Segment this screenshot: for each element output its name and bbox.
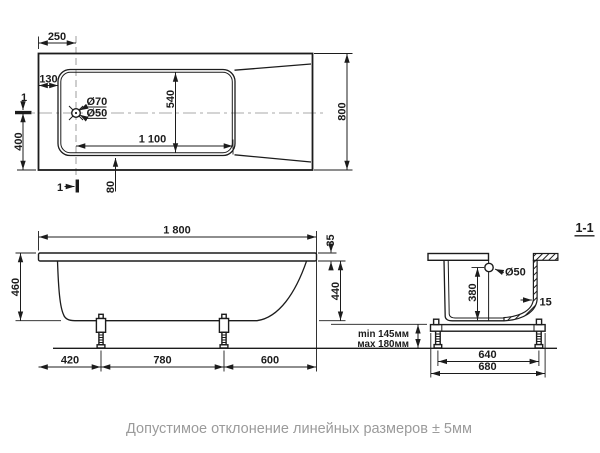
dim-1800: 1 800	[38, 225, 317, 372]
section-wall-left-outer	[443, 260, 504, 322]
top-view: Ø70 Ø50 250 130 540	[13, 31, 353, 194]
dim-250: 250	[38, 31, 76, 49]
dim-780-label: 780	[153, 355, 171, 367]
section-mark-top-label: 1	[21, 92, 27, 104]
dim-35-label: 35	[325, 234, 337, 246]
tolerance-caption: Допустимое отклонение линейных размеров …	[126, 421, 472, 437]
leg-max-label: мах 180мм	[357, 339, 409, 350]
side-view: 1 800 460 35 440	[10, 225, 557, 372]
dim-460: 460	[10, 252, 61, 322]
tub-leg-left	[95, 313, 107, 349]
section-title-label: 1-1	[575, 221, 593, 235]
dim-250-label: 250	[48, 31, 66, 43]
drain-leader-50: Ø50	[79, 108, 108, 122]
slope-line-bottom	[234, 154, 312, 163]
dim-1100-label: 1 100	[139, 134, 167, 146]
dim-600-label: 600	[261, 355, 279, 367]
dim-80: 80	[105, 158, 119, 193]
tub-inner-rim-outer	[57, 68, 236, 157]
section-view: 1-1 Ø50 380 15	[427, 221, 595, 378]
dim-130: 130	[38, 74, 59, 89]
dim-380-label: 380	[467, 283, 479, 301]
dim-540: 540	[165, 72, 179, 153]
drain-dia-70-label: Ø70	[87, 96, 108, 108]
dim-640: 640	[437, 349, 540, 366]
section-rim-left	[427, 252, 490, 262]
dim-15: 15	[520, 297, 552, 309]
dim-440-label: 440	[330, 282, 342, 300]
overflow-leader: Ø50	[494, 267, 526, 279]
tub-outer-rect	[37, 52, 314, 171]
dim-400: 400	[13, 113, 36, 171]
section-wall-left-inner	[447, 260, 504, 319]
section-mark-top: 1	[15, 92, 32, 115]
dim-1100: 1 100	[76, 134, 234, 155]
dim-35: 35	[318, 234, 346, 271]
dim-420-780-600: 420 780 600	[38, 350, 317, 372]
dim-80-label: 80	[105, 181, 117, 193]
dim-440: 440	[319, 261, 346, 322]
dim-680: 680	[430, 333, 546, 378]
dim-leg-adjustment: min 145мм мах 180мм	[331, 323, 427, 350]
drain-dia-50-label: Ø50	[87, 108, 108, 120]
tub-rim-side	[37, 252, 318, 262]
drain-leader-70: Ø70	[79, 96, 108, 111]
section-title: 1-1	[574, 221, 595, 237]
overflow-hole	[484, 262, 494, 273]
dim-400-label: 400	[13, 132, 25, 150]
dim-680-label: 680	[478, 361, 496, 373]
tub-leg-right	[218, 313, 230, 349]
dim-460-label: 460	[10, 278, 22, 296]
dim-380: 380	[467, 267, 484, 321]
dim-800-label: 800	[337, 102, 349, 120]
drain-symbol	[68, 105, 84, 121]
section-mark-bottom: 1	[57, 179, 80, 194]
leg-min-label: min 145мм	[358, 329, 409, 340]
dim-540-label: 540	[165, 90, 177, 108]
slope-line-top	[234, 63, 312, 71]
dim-800: 800	[314, 53, 353, 171]
overflow-dia-label: Ø50	[505, 267, 526, 279]
dim-420-label: 420	[61, 355, 79, 367]
dim-640-label: 640	[478, 349, 496, 361]
section-wall-right	[503, 259, 538, 322]
dim-130-label: 130	[39, 74, 57, 86]
tub-profile-side	[56, 260, 308, 322]
frame-foot-left	[433, 330, 443, 349]
support-frame	[429, 318, 546, 332]
dim-1800-label: 1 800	[163, 225, 191, 237]
section-rim-right	[532, 252, 559, 261]
section-mark-bottom-label: 1	[57, 182, 63, 194]
dim-15-label: 15	[540, 297, 552, 309]
tub-inner-rim-inner	[60, 71, 233, 154]
frame-foot-right	[534, 330, 544, 349]
